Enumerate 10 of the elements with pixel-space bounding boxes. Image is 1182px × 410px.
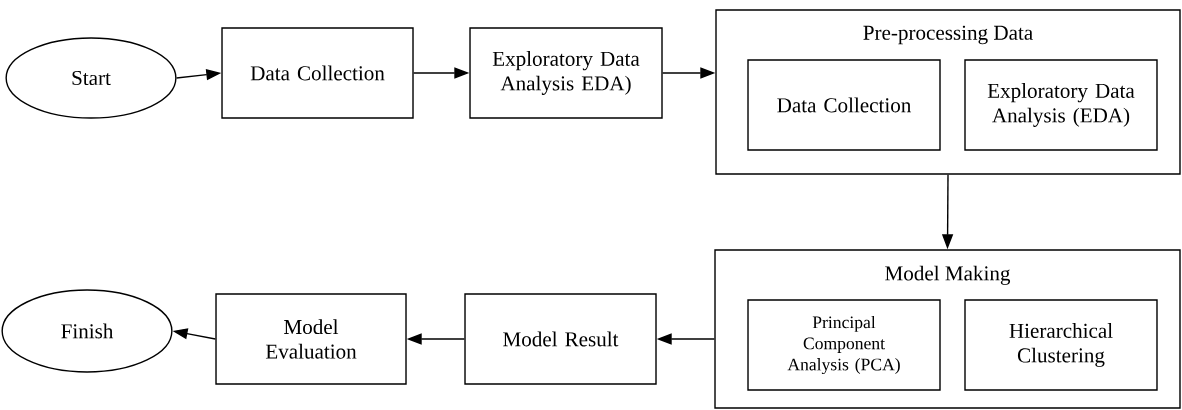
- process-box: Exploratory Data Analysis (EDA): [964, 59, 1158, 151]
- process-box: Principal Component Analysis (PCA): [747, 299, 941, 391]
- process-box: Model Result: [464, 293, 657, 385]
- process-box: Hierarchical Clustering: [964, 299, 1158, 391]
- process-box: Data Collection: [221, 27, 414, 119]
- process-box: Data Collection: [747, 59, 941, 151]
- finish-oval: Finish: [1, 289, 173, 373]
- start-oval: Start: [5, 37, 177, 119]
- process-box: Exploratory Data Analysis EDA): [469, 27, 663, 119]
- process-box: Model Evaluation: [215, 293, 407, 385]
